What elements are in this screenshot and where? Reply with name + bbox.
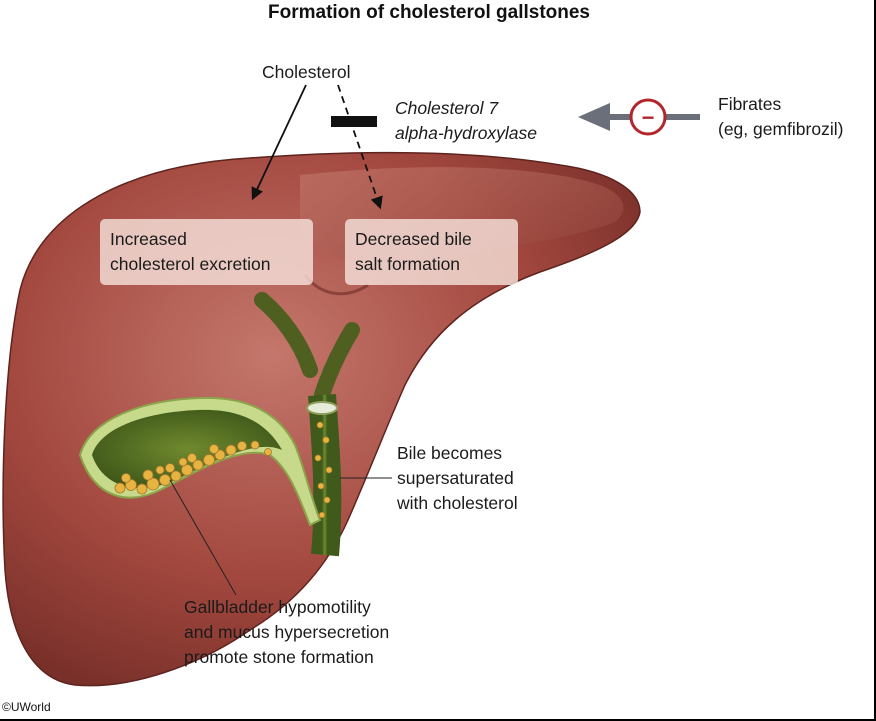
bile-salt-box: Decreased bile salt formation [345, 219, 518, 285]
inhibit-minus: − [642, 105, 655, 130]
gallbladder-lumen [92, 409, 282, 488]
bile-salt-box-line-1: Decreased bile [355, 229, 472, 249]
gallbladder-callout-line-2: and mucus hypersecretion [184, 622, 390, 642]
bile-callout-line-3: with cholesterol [397, 493, 518, 513]
fibrates-label-line-2: (eg, gemfibrozil) [718, 119, 844, 139]
hepatic-duct-right [314, 322, 360, 403]
enzyme-label-line-2: alpha-hydroxylase [395, 123, 538, 143]
enzyme-block-bar [331, 116, 377, 127]
figure-title: Formation of cholesterol gallstones [268, 2, 590, 23]
inhibit-symbol [629, 98, 667, 136]
gallbladder-callout-line-3: promote stone formation [184, 647, 374, 667]
bile-callout-line-1: Bile becomes [397, 443, 503, 463]
enzyme-label: Cholesterol 7 alpha-hydroxylase [395, 96, 537, 146]
enzyme-label-line-1: Cholesterol 7 [395, 98, 499, 118]
excretion-box: Increased cholesterol excretion [100, 219, 313, 285]
cholesterol-label: Cholesterol [262, 62, 351, 82]
bile-salt-box-line-2: salt formation [355, 254, 461, 274]
excretion-box-line-1: Increased [110, 229, 187, 249]
fibrate-arrowhead [578, 103, 610, 131]
gallbladder-callout: Gallbladder hypomotility and mucus hyper… [184, 595, 389, 670]
fibrates-label-line-1: Fibrates [718, 94, 782, 114]
bile-callout: Bile becomes supersaturated with cholest… [397, 441, 518, 516]
fibrates-label: Fibrates (eg, gemfibrozil) [718, 92, 843, 142]
hepatic-duct-left [254, 292, 318, 378]
excretion-box-line-2: cholesterol excretion [110, 254, 271, 274]
gallbladder-callout-line-1: Gallbladder hypomotility [184, 597, 371, 617]
duct-junction [306, 401, 338, 415]
bile-salt-arrow [337, 84, 383, 210]
copyright: ©UWorld [2, 700, 51, 714]
excretion-arrow [251, 84, 307, 201]
bile-callout-line-2: supersaturated [397, 468, 514, 488]
common-bile-duct [308, 393, 342, 557]
gallstones [114, 421, 333, 519]
gallbladder-leader-line [169, 479, 237, 596]
